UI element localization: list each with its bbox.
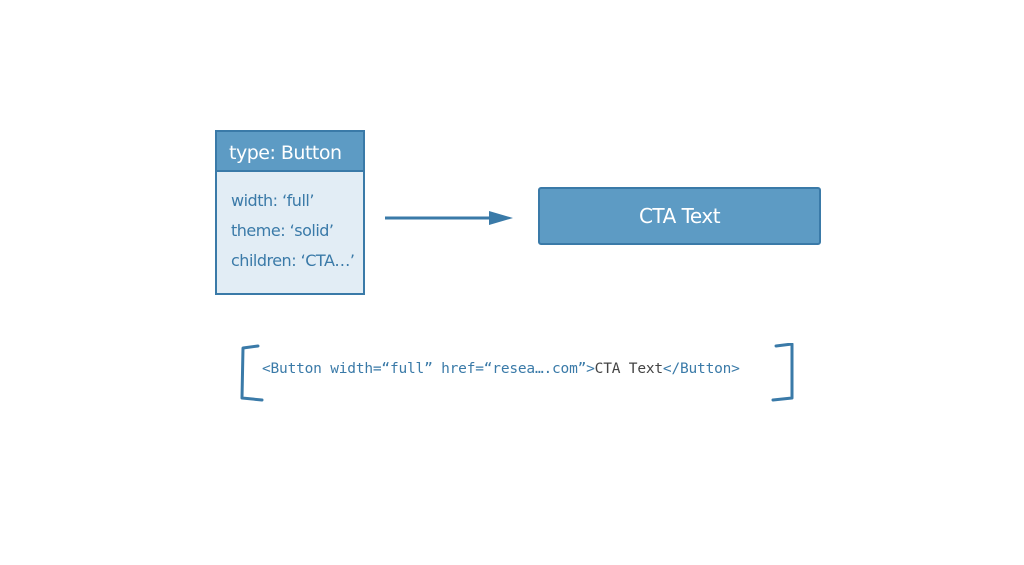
component-props-list: width: ‘full’ theme: ‘solid’ children: ‘… bbox=[215, 172, 365, 295]
component-type-header: type: Button bbox=[215, 130, 365, 172]
prop-theme: theme: ‘solid’ bbox=[231, 221, 334, 240]
prop-width: width: ‘full’ bbox=[231, 191, 314, 210]
code-inner-text: CTA Text bbox=[594, 361, 663, 377]
cta-button-label: CTA Text bbox=[638, 204, 721, 228]
right-bracket-icon bbox=[771, 343, 794, 402]
code-snippet: <Button width=“full” href=“resea….com”>C… bbox=[262, 361, 740, 377]
left-bracket-icon bbox=[240, 344, 264, 402]
code-close-tag: </Button> bbox=[662, 361, 740, 377]
component-props-card: type: Button width: ‘full’ theme: ‘solid… bbox=[215, 130, 365, 295]
code-open-tag: <Button width=“full” href=“resea….com”> bbox=[262, 361, 595, 377]
prop-children: children: ‘CTA…’ bbox=[231, 251, 355, 270]
right-arrow-icon bbox=[385, 211, 513, 225]
cta-button-preview[interactable]: CTA Text bbox=[538, 187, 821, 245]
